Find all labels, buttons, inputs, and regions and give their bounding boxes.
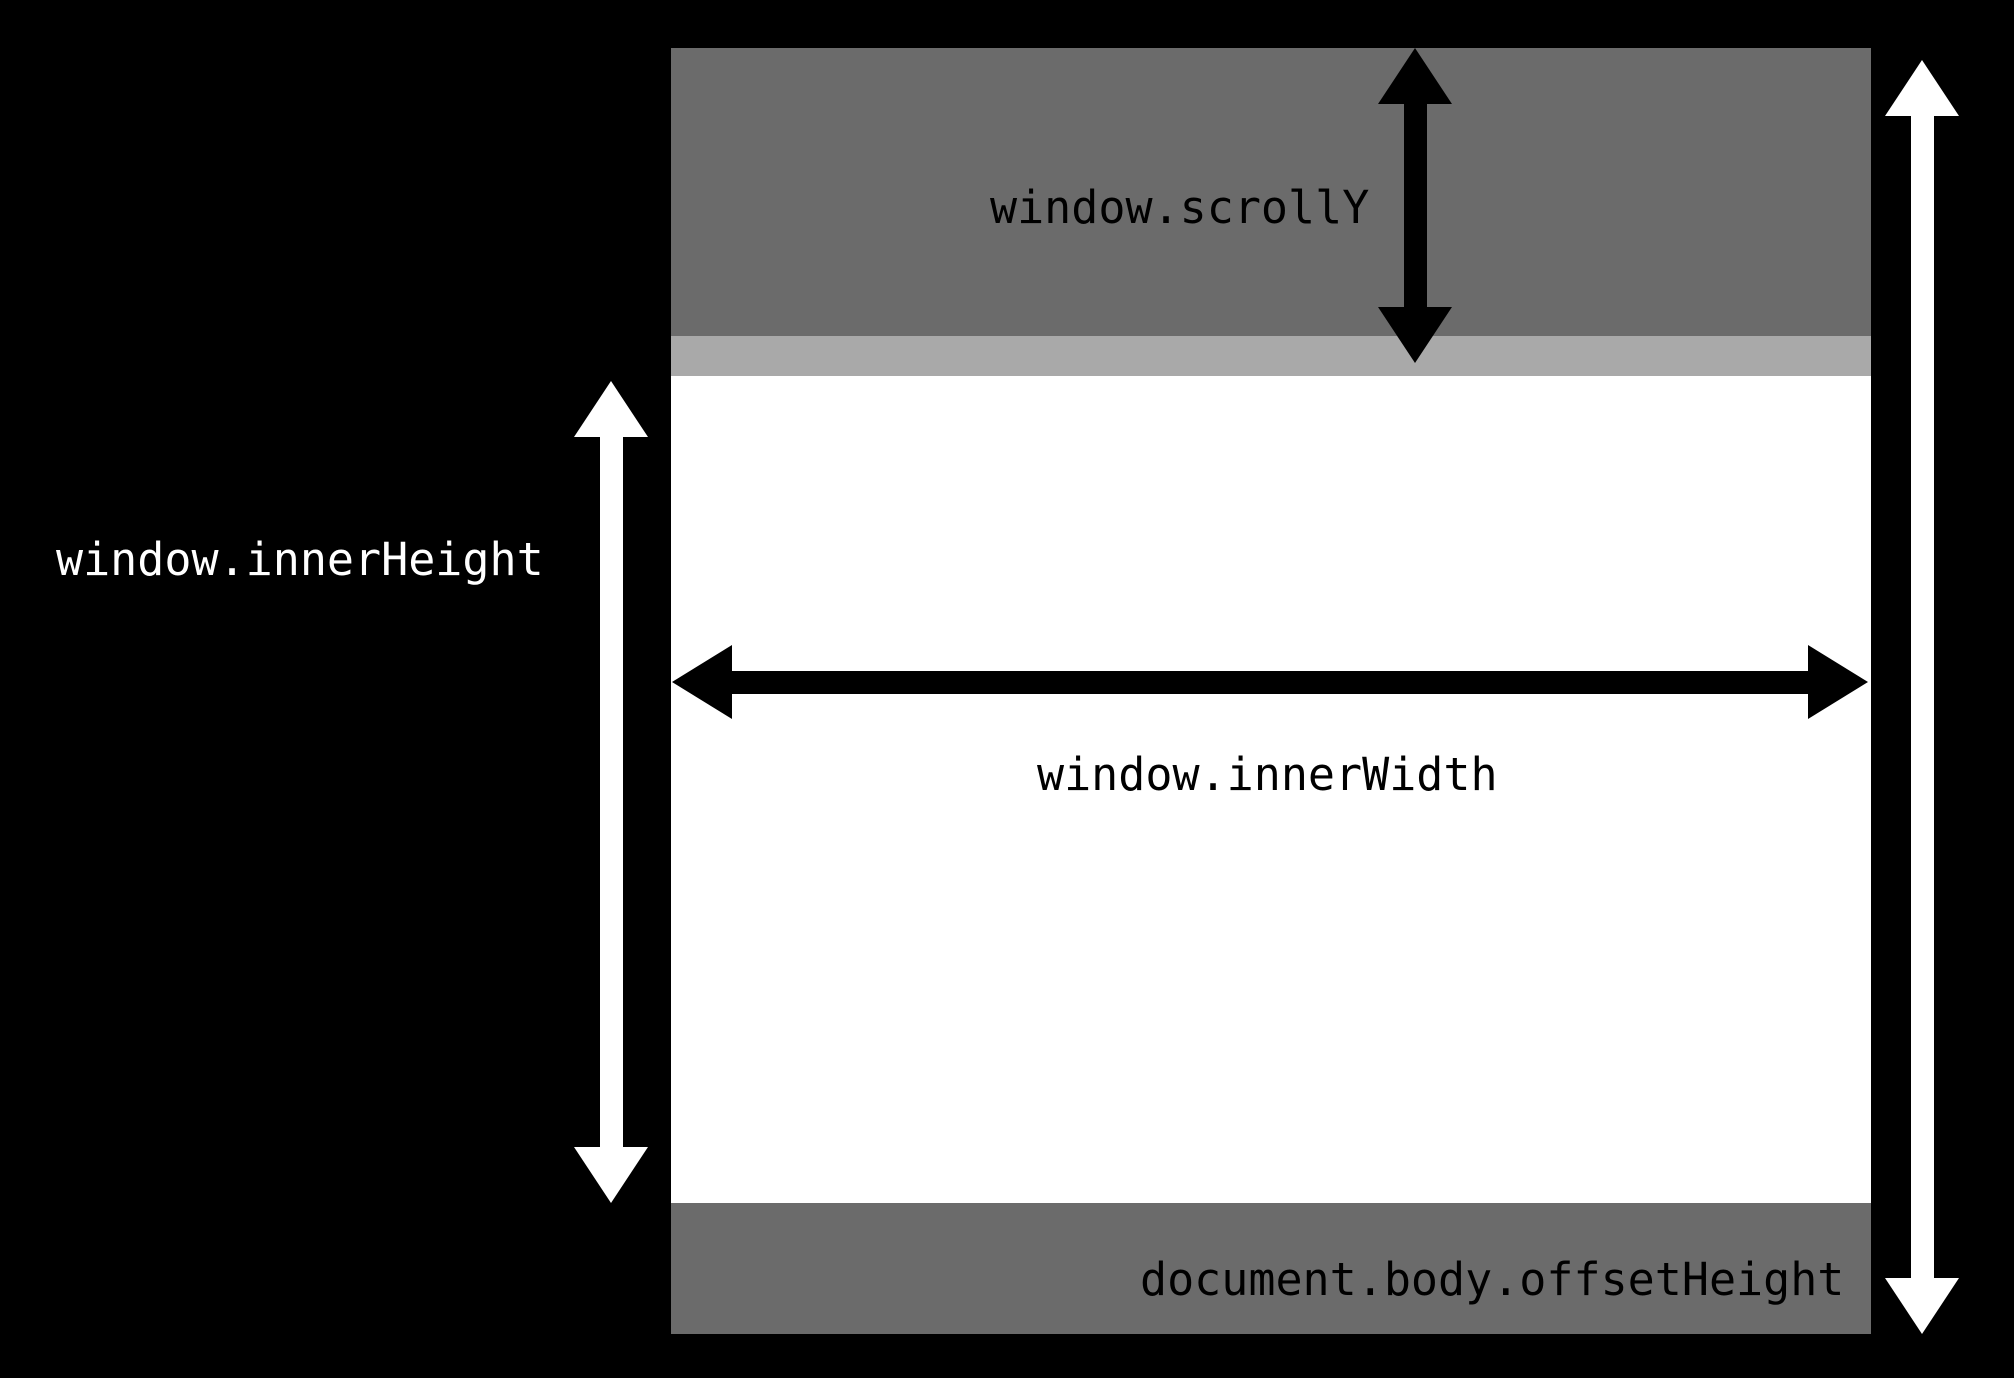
inner-height-arrow	[574, 381, 648, 1203]
offset-height-arrow	[1885, 60, 1959, 1334]
offset-height-label: document.body.offsetHeight	[1140, 1253, 1845, 1306]
arrowhead-right-icon	[1808, 645, 1868, 719]
viewport-region	[671, 376, 1871, 1203]
scroll-y-label: window.scrollY	[990, 181, 1370, 234]
scroll-y-arrow-shaft	[1403, 104, 1427, 307]
inner-width-arrow-shaft	[732, 670, 1808, 694]
arrowhead-up-icon	[1885, 60, 1959, 116]
scroll-y-arrow	[1378, 48, 1452, 363]
arrowhead-left-icon	[672, 645, 732, 719]
arrowhead-up-icon	[1378, 48, 1452, 104]
arrowhead-down-icon	[1378, 307, 1452, 363]
arrowhead-down-icon	[1885, 1278, 1959, 1334]
offset-height-arrow-shaft	[1910, 116, 1934, 1278]
inner-height-arrow-shaft	[599, 437, 623, 1147]
scrolled-content-region	[671, 48, 1871, 336]
partially-visible-band	[671, 336, 1871, 376]
inner-height-label: window.innerHeight	[56, 533, 544, 586]
inner-width-arrow	[672, 645, 1868, 719]
document-rect	[671, 48, 1871, 1334]
inner-width-label: window.innerWidth	[1037, 748, 1498, 801]
below-viewport-region	[671, 1203, 1871, 1334]
arrowhead-down-icon	[574, 1147, 648, 1203]
arrowhead-up-icon	[574, 381, 648, 437]
